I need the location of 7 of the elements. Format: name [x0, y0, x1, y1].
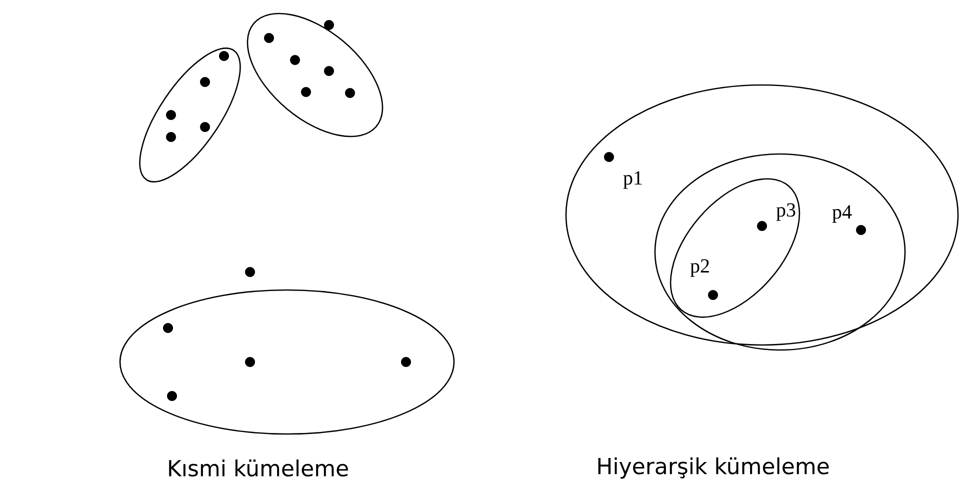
cluster-ellipse — [119, 289, 455, 435]
point-label: p4 — [832, 205, 852, 223]
caption: Kısmi kümeleme — [169, 460, 348, 477]
point-label: p3 — [776, 203, 796, 221]
point-label: p1 — [623, 171, 642, 189]
point-label: p2 — [690, 259, 709, 277]
caption: Hiyerarşik kümeleme — [598, 457, 829, 479]
